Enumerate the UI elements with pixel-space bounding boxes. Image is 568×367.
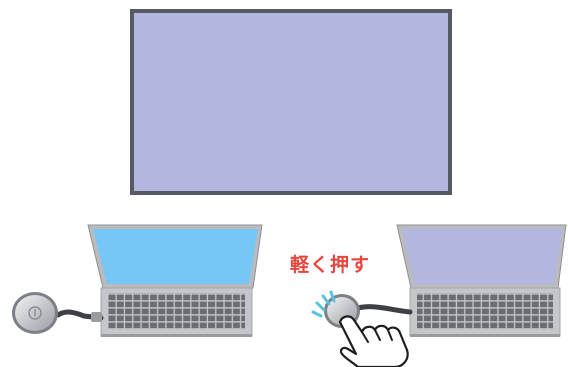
power-icon	[28, 306, 42, 320]
dongle-left	[12, 292, 104, 334]
laptop-left	[87, 224, 263, 337]
tap-marks	[311, 290, 336, 318]
dongle-right	[324, 294, 413, 328]
laptop-left-keyboard	[108, 293, 245, 329]
laptop-right-screen	[402, 229, 562, 284]
laptop-left-screen	[93, 229, 258, 284]
main-display-screen	[134, 13, 448, 191]
pointing-hand-icon	[338, 315, 409, 367]
main-display	[130, 9, 452, 195]
laptop-right	[396, 224, 567, 337]
press-lightly-label: 軽く押す	[290, 254, 371, 276]
laptop-right-keyboard	[417, 293, 553, 329]
